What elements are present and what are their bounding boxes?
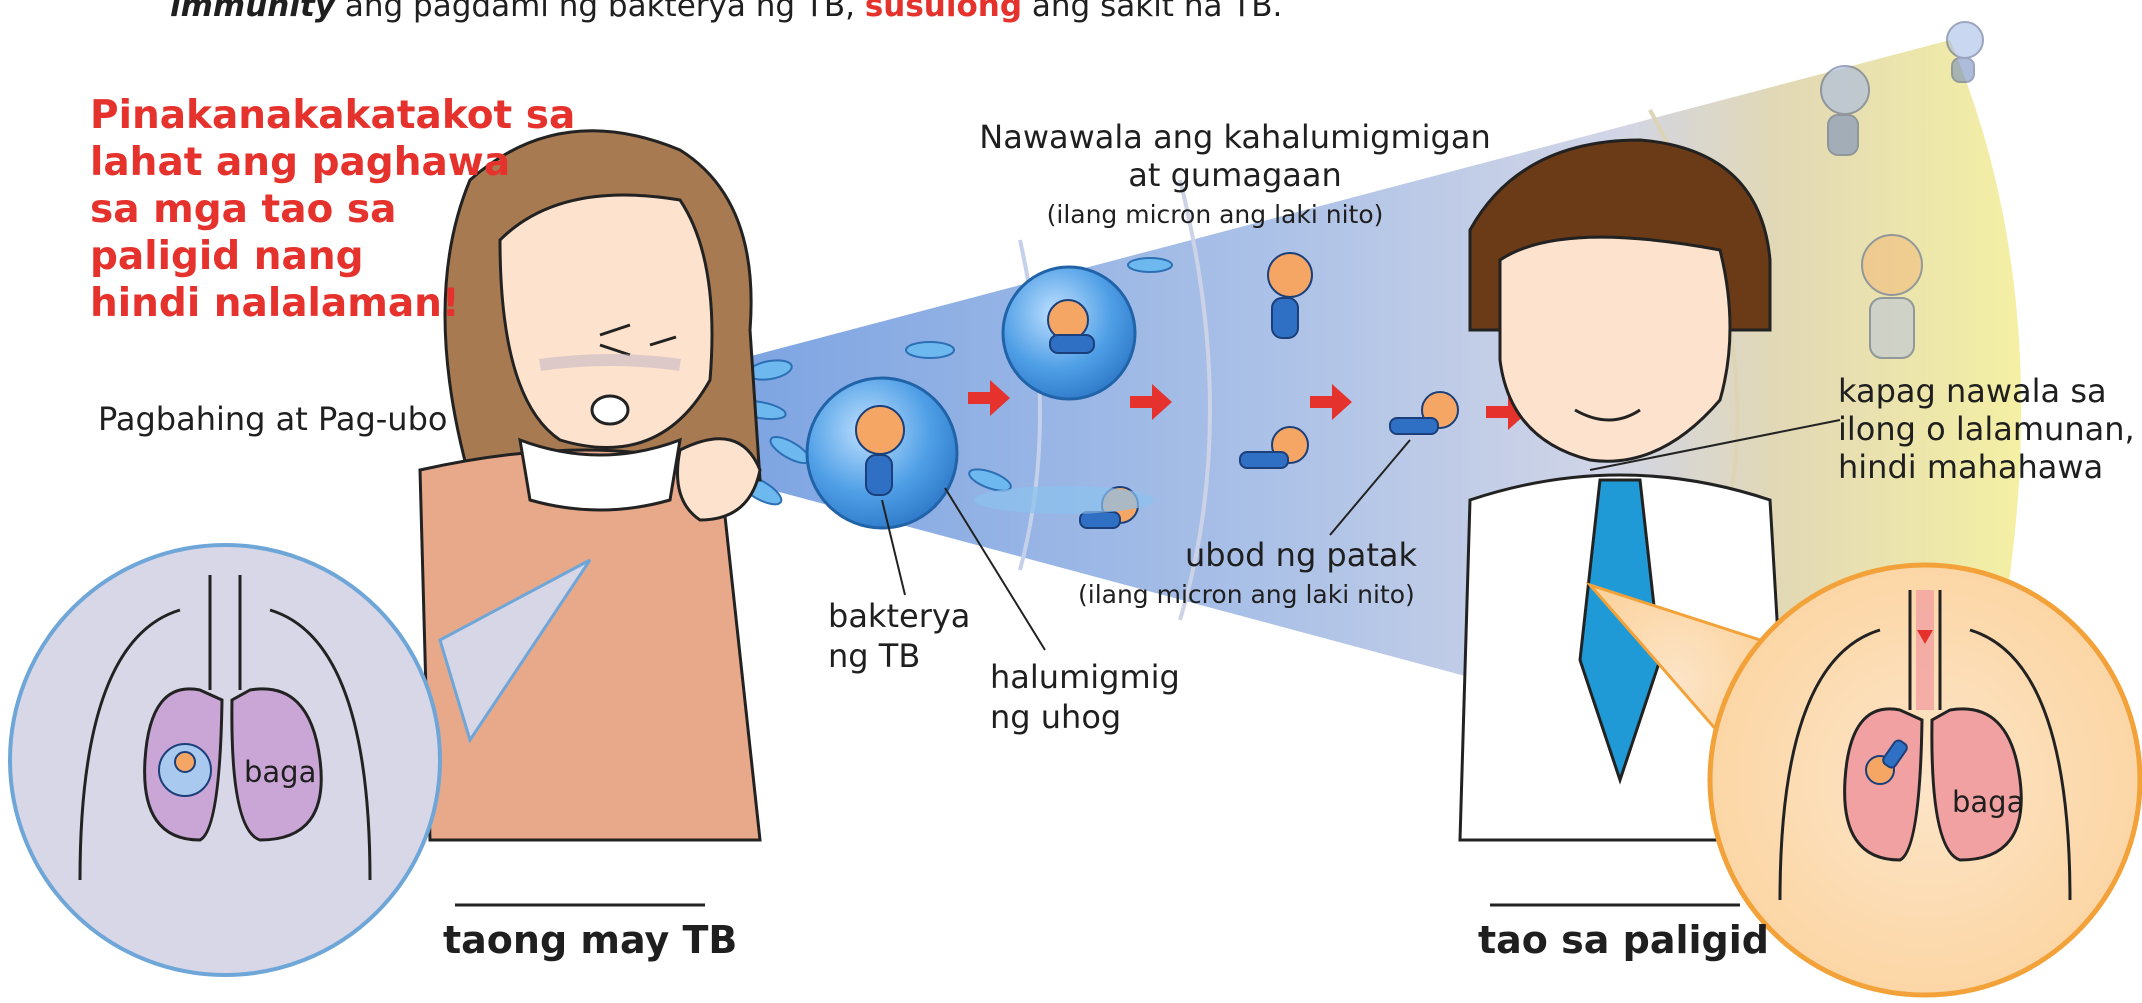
label-tb-bacteria: bakterya ng TB: [828, 596, 970, 676]
label-sneeze-cough: Pagbahing at Pag-ubo: [98, 400, 447, 438]
label-line: kapag nawala sa: [1838, 372, 2135, 410]
warning-line: sa mga tao sa: [90, 186, 550, 233]
label-line: bakterya: [828, 596, 970, 636]
label-line: hindi mahahawa: [1838, 448, 2135, 486]
label-not-infected: kapag nawala sa ilong o lalamunan, hindi…: [1838, 372, 2135, 486]
caption-bystander: tao sa paligid: [1478, 918, 1769, 962]
header-text: ang pagdami ng bakterya ng TB,: [335, 0, 865, 24]
label-droplet-size: (ilang micron ang laki nito): [1078, 580, 1415, 609]
label-line: halumigmig: [990, 657, 1180, 697]
label-line: ilong o lalamunan,: [1838, 410, 2135, 448]
header-text-end: ang sakit na TB.: [1022, 0, 1282, 24]
header-highlight: susulong: [865, 0, 1022, 24]
header-term: immunity: [170, 0, 335, 24]
label-mucus: halumigmig ng uhog: [990, 657, 1180, 737]
label-lung-left: baga: [244, 755, 316, 789]
label-line: Nawawala ang kahalumigmigan: [955, 118, 1515, 156]
label-droplet-nucleus: ubod ng patak: [1185, 536, 1417, 574]
label-lung-right: baga: [1952, 785, 2024, 819]
caption-patient: taong may TB: [443, 918, 737, 962]
header-line: immunity ang pagdami ng bakterya ng TB, …: [170, 0, 1282, 24]
label-line: ng uhog: [990, 697, 1180, 737]
label-line: at gumagaan: [955, 156, 1515, 194]
warning-line: hindi nalalaman!: [90, 280, 550, 327]
warning-line: paligid nang: [90, 233, 550, 280]
warning-line: lahat ang paghawa: [90, 139, 550, 186]
label-line: ng TB: [828, 636, 970, 676]
label-humidity-size: (ilang micron ang laki nito): [1005, 200, 1425, 229]
warning-line: Pinakanakakatakot sa: [90, 92, 550, 139]
warning-text: Pinakanakakatakot sa lahat ang paghawa s…: [90, 92, 550, 327]
label-humidity-loss: Nawawala ang kahalumigmigan at gumagaan: [955, 118, 1515, 194]
